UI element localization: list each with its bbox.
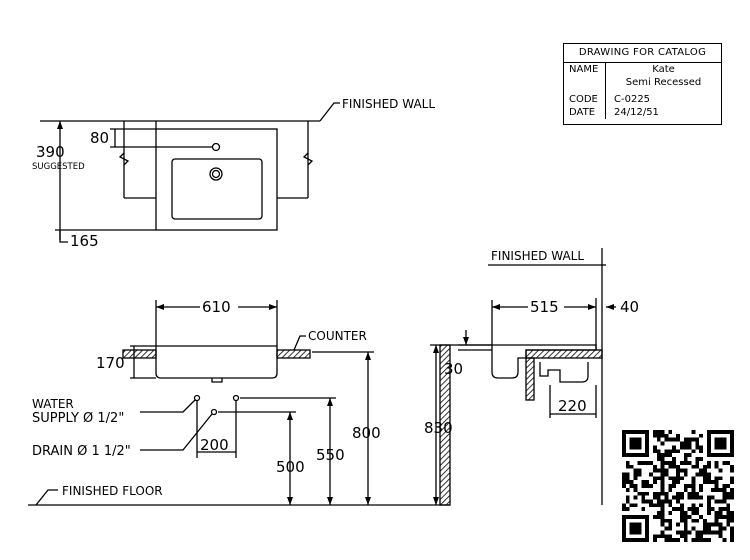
name-label: NAME	[564, 63, 606, 93]
dim-30-label: 30	[444, 360, 463, 378]
water-supply-label-2: SUPPLY Ø 1/2"	[32, 411, 124, 426]
front-basin-body	[155, 345, 278, 379]
side-counter	[525, 349, 603, 359]
dim-40-label: 40	[620, 298, 639, 316]
top-bowl-outline	[171, 158, 263, 220]
arrow-390-top	[57, 121, 63, 129]
drain-hole-outer	[209, 167, 223, 181]
floor-leader	[35, 489, 58, 506]
side-view	[430, 248, 616, 506]
dim-830-label: 830	[424, 419, 453, 437]
side-finished-wall-label: FINISHED WALL	[491, 249, 584, 263]
title-block-name-row: NAME Kate Semi Recessed	[564, 63, 721, 93]
name-value-line1: Kate	[652, 64, 675, 75]
title-block-date-row: DATE 24/12/51	[564, 106, 721, 119]
date-value: 24/12/51	[614, 107, 659, 118]
drain-leader	[140, 413, 213, 451]
dim-200-label: 200	[200, 436, 229, 454]
dim-515-label: 515	[530, 298, 559, 316]
drain-hole-inner	[211, 169, 221, 179]
dim-550-label: 550	[316, 446, 345, 464]
side-basin-body	[491, 344, 597, 379]
dim-80-label: 80	[90, 129, 109, 147]
dim-500-label: 500	[276, 458, 305, 476]
counter-left	[122, 349, 157, 359]
counter-right	[276, 349, 311, 359]
dim-165-label: 165	[70, 232, 99, 250]
front-view	[28, 300, 450, 506]
dim-800-label: 800	[352, 424, 381, 442]
drain-trap	[539, 362, 589, 383]
water-supply-label-1: WATER	[32, 397, 74, 411]
supply-point-right	[232, 394, 240, 402]
counter-label: COUNTER	[308, 329, 367, 343]
break-right	[302, 152, 314, 166]
dim-170-label: 170	[96, 354, 125, 372]
finished-floor-label: FINISHED FLOOR	[62, 484, 163, 498]
title-block-header: DRAWING FOR CATALOG	[564, 44, 721, 63]
title-block: DRAWING FOR CATALOG NAME Kate Semi Reces…	[563, 43, 722, 125]
title-block-code-row: CODE C-0225	[564, 93, 721, 106]
top-basin-outline	[155, 128, 278, 231]
dim-390-label: 390	[36, 143, 65, 161]
supply-point	[193, 394, 201, 402]
dim-220-label: 220	[558, 397, 587, 415]
top-finished-wall-label: FINISHED WALL	[342, 97, 435, 111]
front-drain	[211, 378, 223, 383]
counter-leader	[293, 335, 306, 351]
drain-point	[210, 408, 218, 416]
drain-label: DRAIN Ø 1 1/2"	[32, 444, 131, 459]
name-value-line2: Semi Recessed	[625, 77, 702, 88]
side-cabinet-back	[525, 357, 535, 401]
water-supply-leader	[140, 399, 196, 413]
top-view	[40, 102, 340, 243]
date-label: DATE	[564, 106, 606, 119]
qr-code-image	[622, 430, 734, 542]
suggested-label: SUGGESTED	[32, 162, 85, 172]
tap-hole	[211, 142, 221, 152]
dim-610-label: 610	[202, 298, 231, 316]
break-left	[118, 152, 130, 166]
code-label: CODE	[564, 93, 606, 106]
top-wall-leader	[319, 102, 340, 122]
code-value: C-0225	[614, 94, 651, 105]
